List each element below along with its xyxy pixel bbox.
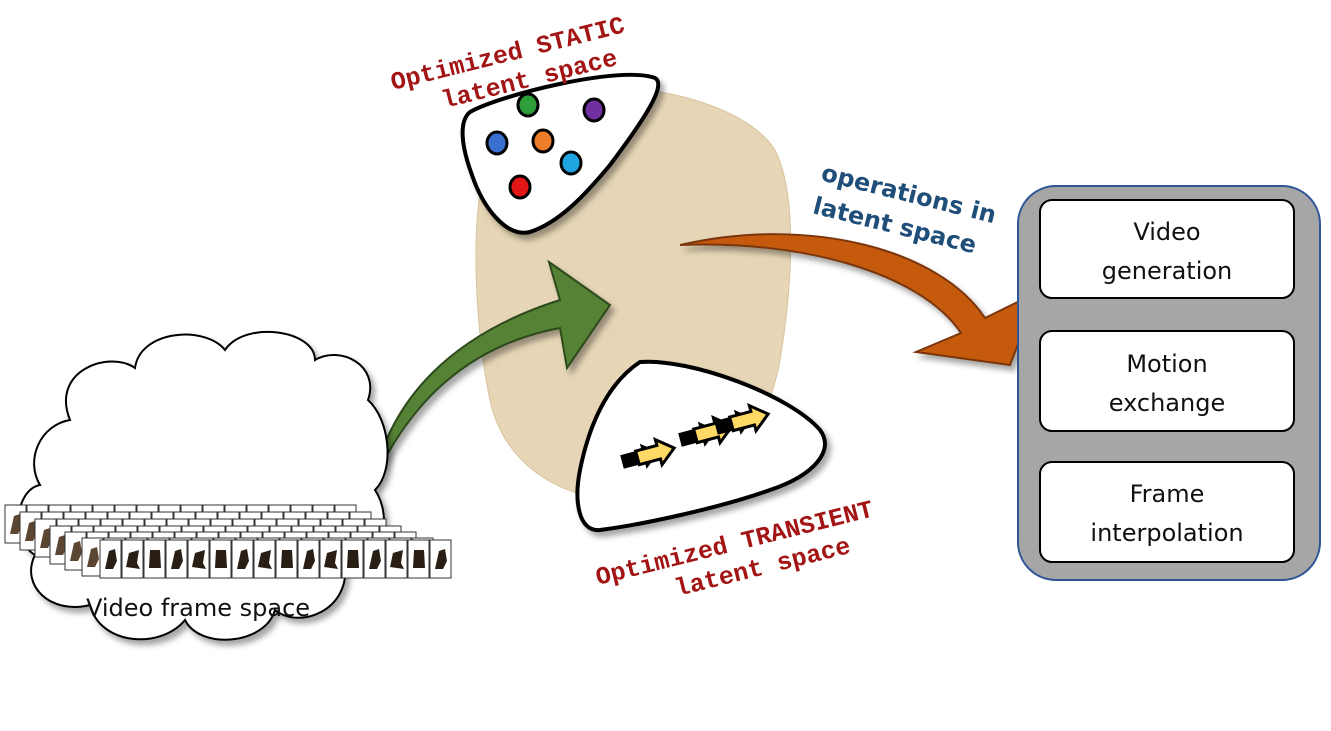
frame-figure [171, 549, 183, 569]
frame-figure [237, 549, 249, 569]
static-dots [485, 92, 606, 200]
operation-line1: Motion [1126, 350, 1207, 378]
frame-figure [390, 550, 404, 569]
operations-panel: Video generation Motion exchange Frame i… [1017, 185, 1321, 581]
operation-line1: Video [1133, 218, 1200, 246]
green-arrow [371, 259, 612, 486]
operation-line2: exchange [1109, 389, 1225, 417]
green-dot [516, 92, 540, 118]
operation-motion-exchange[interactable]: Motion exchange [1039, 330, 1295, 432]
frame-figure [192, 550, 206, 569]
operation-frame-interpolation[interactable]: Frame interpolation [1039, 461, 1295, 563]
frame-figure [435, 549, 447, 569]
operation-line1: Frame [1130, 480, 1205, 508]
cyan-dot [559, 150, 583, 176]
frame-figure [87, 547, 99, 567]
red-dot [508, 174, 532, 200]
frame-figure [149, 550, 161, 568]
frame-figure [413, 550, 425, 568]
frame-figure [258, 550, 272, 569]
motion-arrows [620, 402, 771, 469]
frame-figure [303, 549, 315, 569]
transient-latent-space [575, 359, 827, 533]
frame-figure [10, 514, 22, 534]
frame-figure [70, 541, 82, 561]
orange-dot [531, 128, 555, 154]
motion-arrow-icon [714, 402, 771, 435]
cloud-label: Video frame space [86, 594, 310, 622]
frame-figure [126, 550, 140, 569]
operation-video-generation[interactable]: Video generation [1039, 199, 1295, 299]
frame-figure [215, 550, 227, 568]
operation-line2: generation [1102, 257, 1233, 285]
frame-figure [281, 550, 293, 568]
operation-line2: interpolation [1090, 519, 1243, 547]
frame-figure [25, 521, 37, 541]
purple-dot [582, 97, 606, 123]
motion-arrow-icon [620, 436, 677, 469]
frame-figure [55, 535, 67, 555]
frame-figure [105, 549, 117, 569]
frame-figure [324, 550, 338, 569]
blue-dot [485, 130, 509, 156]
frame-figure [369, 549, 381, 569]
frame-figure [40, 528, 52, 548]
frame-strip-icon [4, 504, 452, 579]
frame-figure [347, 550, 359, 568]
